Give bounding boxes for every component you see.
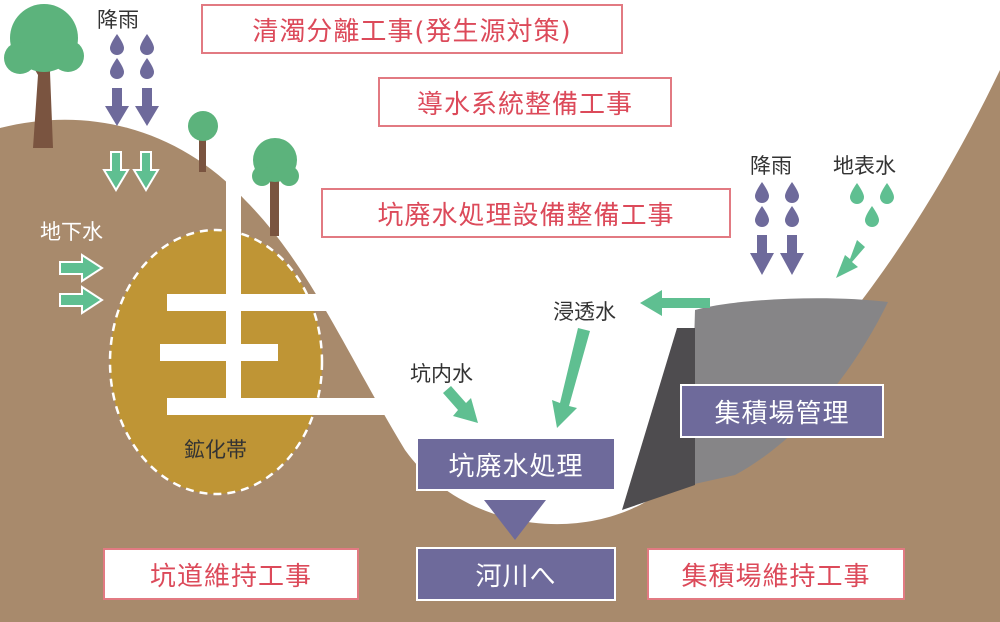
flow-down-triangle — [484, 500, 546, 540]
rain-arrows-left — [105, 88, 159, 126]
tree-medium — [252, 138, 299, 236]
work-conduit-system: 導水系統整備工事 — [378, 77, 672, 127]
rain-arrows-right — [750, 235, 804, 275]
surface-water-drops — [850, 183, 894, 227]
work-treatment-facility: 坑廃水処理設備整備工事 — [321, 188, 731, 238]
label-surface-water: 地表水 — [833, 154, 896, 178]
groundwater-arrows — [59, 253, 104, 315]
label-groundwater: 地下水 — [40, 220, 103, 244]
seepage-arrow-left — [640, 290, 710, 316]
tree-small — [188, 111, 218, 172]
label-rain-left: 降雨 — [97, 8, 139, 32]
label-seepage: 浸透水 — [553, 300, 616, 324]
facility-water-treatment: 坑廃水処理 — [416, 437, 616, 491]
dam-wall — [622, 328, 695, 510]
label-mine-water: 坑内水 — [410, 362, 473, 386]
surface-water-arrow — [836, 240, 865, 278]
infiltration-arrows — [102, 151, 160, 192]
rain-drops-left — [110, 34, 154, 79]
work-clean-water-separation: 清濁分離工事(発生源対策) — [201, 4, 623, 54]
facility-yard-management: 集積場管理 — [680, 384, 884, 438]
mine-water-arrow — [443, 386, 478, 423]
label-ore-zone: 鉱化帯 — [184, 438, 247, 462]
work-yard-maintenance: 集積場維持工事 — [647, 548, 905, 600]
seepage-arrow-down — [552, 328, 590, 428]
tree-large — [4, 4, 84, 148]
facility-to-river: 河川へ — [416, 547, 616, 601]
work-tunnel-maintenance: 坑道維持工事 — [103, 548, 359, 600]
rain-drops-right — [755, 182, 799, 227]
mine-tunnels — [160, 177, 405, 415]
label-rain-right: 降雨 — [750, 154, 792, 178]
